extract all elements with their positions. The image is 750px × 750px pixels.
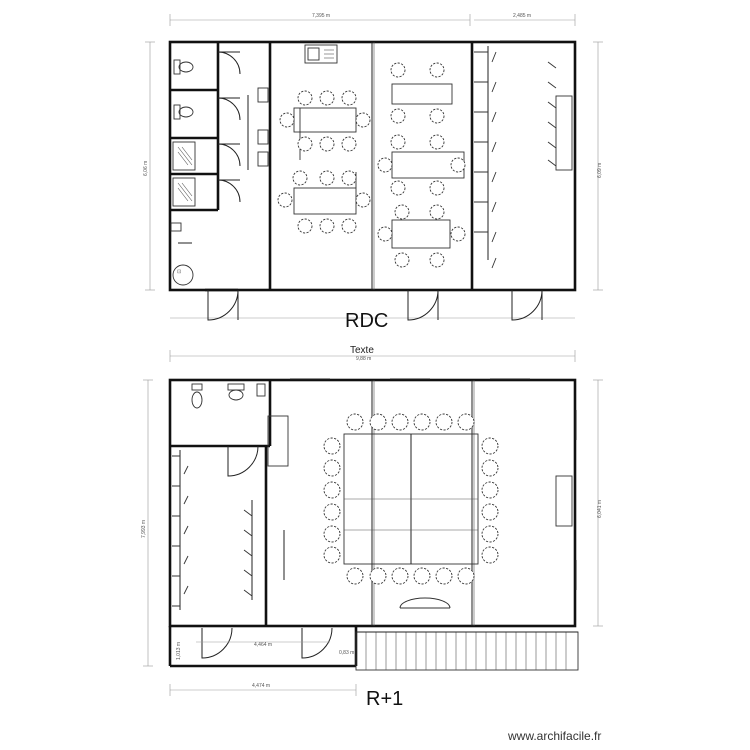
accessible-wc-icon	[172, 264, 194, 286]
ground-door	[205, 288, 239, 321]
ground-room-2-furniture	[277, 90, 371, 234]
upper-left-dimension: 7,993 m	[141, 520, 147, 538]
upper-floor-label: R+1	[366, 688, 403, 710]
site-footer-credit: www.archifacile.fr	[507, 729, 601, 743]
upper-stair-width-dimension: 1,013 m	[176, 642, 182, 660]
svg-text:⊡: ⊡	[177, 269, 181, 275]
exterior-staircase	[355, 631, 579, 671]
conference-table	[323, 413, 573, 609]
upper-bottom-inner-dimension: 4,464 m	[254, 642, 272, 648]
ground-floor-plan: 7,395 m 2,485 m 6,06 m 6,09 m	[143, 13, 603, 332]
ground-right-dimension: 6,09 m	[597, 163, 603, 178]
ground-floor-label: RDC	[345, 310, 388, 332]
ground-left-dimension: 6,06 m	[143, 161, 149, 176]
ground-room-4-furniture	[474, 46, 573, 269]
upper-text-label: Texte	[350, 345, 374, 356]
washbasin-icon	[257, 87, 269, 167]
upper-bottom-dimension: 4,474 m	[252, 683, 270, 689]
upper-floor-plan: Texte 9,88 m 7,993 m 6,041 m	[141, 345, 603, 710]
ground-room-3-furniture	[377, 62, 466, 268]
shower-icon	[172, 177, 196, 207]
upper-top-dimension: 9,88 m	[356, 356, 371, 362]
upper-stair-small-dimension: 0,83 m	[339, 650, 354, 656]
ground-top-main-dimension: 7,395 m	[312, 13, 330, 19]
shower-icon	[172, 141, 196, 171]
kitchen-sink-icon	[304, 44, 338, 64]
ground-door	[511, 289, 543, 321]
upper-bathroom-fixtures	[191, 383, 266, 409]
ground-top-right-dimension: 2,485 m	[513, 13, 531, 19]
toilet-icon	[173, 59, 194, 75]
upper-right-dimension: 6,041 m	[597, 500, 603, 518]
upper-cloakroom-furniture	[172, 415, 289, 610]
toilet-icon	[173, 104, 194, 120]
ground-door	[407, 289, 439, 321]
